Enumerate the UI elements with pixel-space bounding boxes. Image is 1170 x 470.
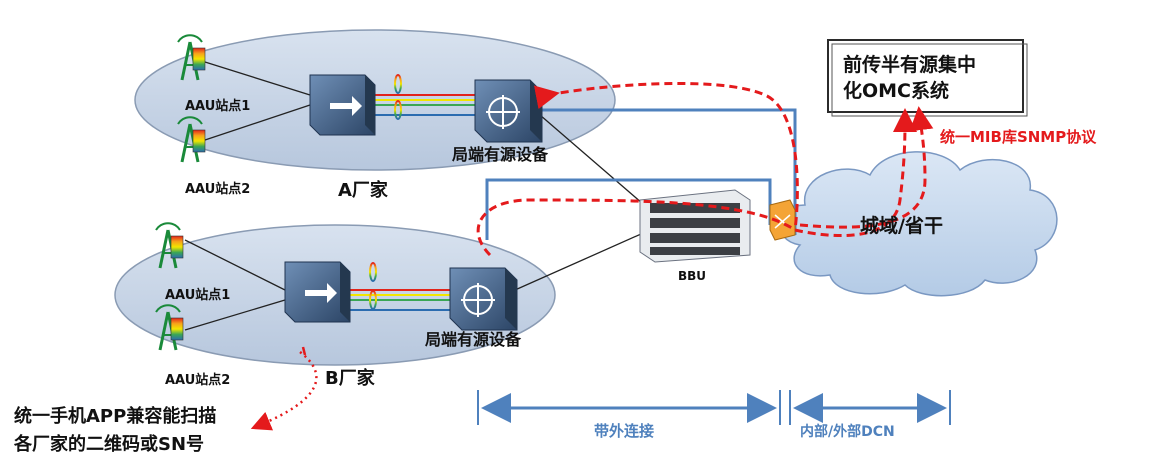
omc-title-line2: 化OMC系统 — [843, 79, 949, 102]
tower-icon-b1 — [155, 222, 184, 269]
black-links — [184, 61, 651, 331]
site-a-aau2-label: AAU站点2 — [185, 181, 250, 197]
site-a-aau1-label: AAU站点1 — [185, 98, 250, 114]
snmp-label: 统一MIB库SNMP协议 — [940, 128, 1097, 146]
omc-box — [827, 39, 1028, 117]
site-a-vendor-label: A厂家 — [338, 179, 389, 201]
cloud-label: 城域/省干 — [860, 214, 943, 237]
tower-icon-a1 — [177, 34, 206, 81]
site-a-device-label: 局端有源设备 — [452, 145, 549, 164]
blue-links — [485, 108, 797, 240]
active-device-icon-a — [474, 79, 543, 143]
red-dashed-paths — [476, 81, 934, 257]
passive-device-icon-b — [284, 261, 351, 323]
range-dcn — [789, 390, 951, 425]
omc-title-line1: 前传半有源集中 — [843, 53, 976, 76]
app-note-line2: 各厂家的二维码或SN号 — [13, 433, 204, 455]
site-b-vendor-label: B厂家 — [325, 367, 376, 389]
bbu-icon — [639, 189, 751, 263]
range-out-of-band — [477, 390, 781, 425]
cloud-shape — [779, 151, 1058, 297]
dcn-label: 内部/外部DCN — [800, 423, 895, 440]
site-b-device-label: 局端有源设备 — [425, 330, 522, 349]
active-device-icon-b — [449, 267, 518, 331]
site-b-aau2-label: AAU站点2 — [165, 372, 230, 388]
app-note-line1: 统一手机APP兼容能扫描 — [14, 405, 216, 427]
tower-icon-b2 — [155, 304, 184, 351]
red-dotted-arrow — [250, 351, 318, 431]
passive-device-icon-a — [309, 74, 376, 136]
fiber-rings — [369, 74, 402, 310]
bbu-label: BBU — [678, 269, 706, 283]
site-b-aau1-label: AAU站点1 — [165, 287, 230, 303]
tower-icon-a2 — [177, 116, 206, 163]
fiber-links — [350, 94, 475, 311]
out-of-band-label: 带外连接 — [594, 422, 654, 440]
